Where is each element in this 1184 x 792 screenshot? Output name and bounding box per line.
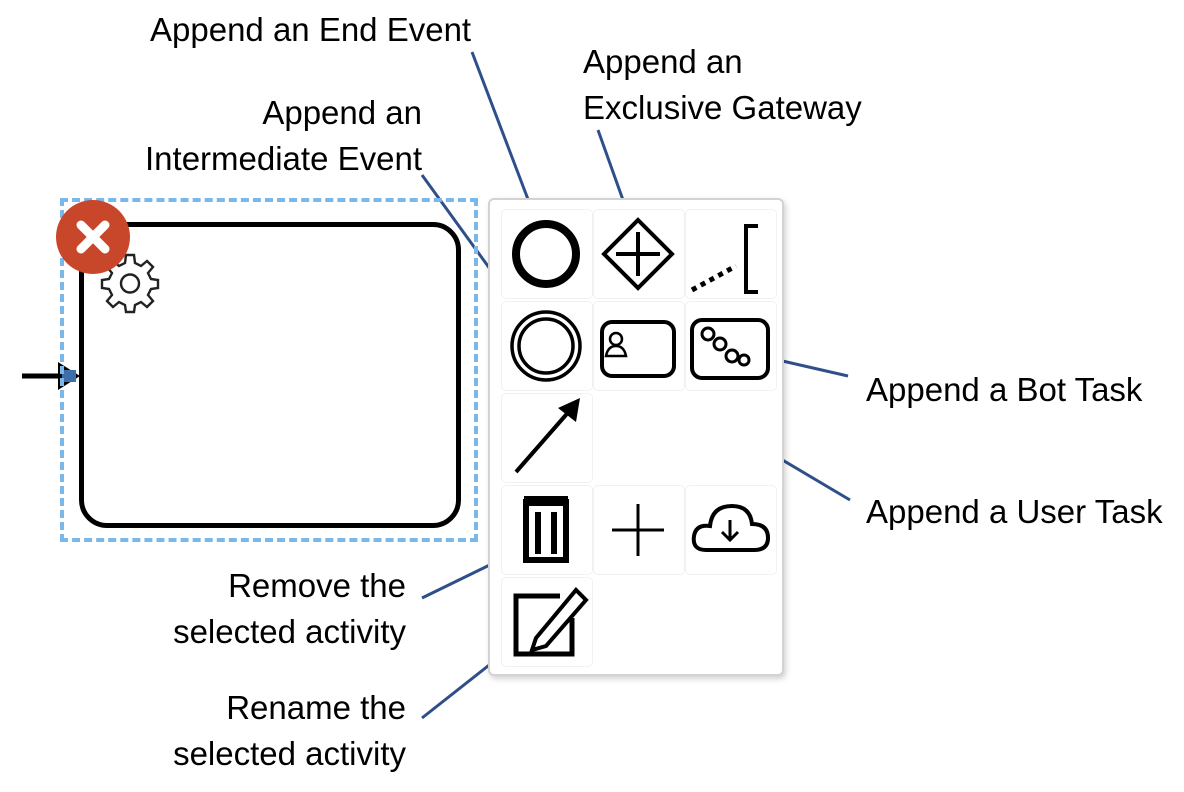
connect-button[interactable]: [502, 394, 592, 482]
cloud-download-button[interactable]: [686, 486, 776, 574]
trash-icon: [523, 496, 569, 563]
label-rename-line1: Rename the: [226, 689, 406, 726]
label-append-intermediate-event-line1: Append an: [262, 94, 422, 131]
cloud-download-icon: [691, 503, 771, 552]
intermediate-event-icon: [510, 310, 582, 382]
append-exclusive-gateway-button[interactable]: [594, 210, 684, 298]
selection-outline: [60, 198, 478, 542]
remove-button[interactable]: [502, 486, 592, 574]
add-button[interactable]: [594, 486, 684, 574]
text-annotation-icon: [690, 224, 758, 294]
context-pad: [488, 198, 784, 676]
label-append-exclusive-gateway-line1: Append an: [583, 43, 743, 80]
append-text-annotation-button[interactable]: [686, 210, 776, 298]
label-append-intermediate-event-line2: Intermediate Event: [145, 140, 422, 177]
label-rename-line2: selected activity: [173, 735, 406, 772]
append-user-task-button[interactable]: [594, 302, 684, 390]
plus-icon: [612, 504, 664, 556]
edit-pencil-icon: [513, 587, 589, 657]
label-append-bot-task: Append a Bot Task: [866, 371, 1143, 408]
user-task-icon: [600, 320, 676, 378]
label-append-exclusive-gateway-line2: Exclusive Gateway: [583, 89, 862, 126]
exclusive-gateway-icon: [601, 217, 675, 291]
end-event-icon: [512, 220, 580, 288]
rename-button[interactable]: [502, 578, 592, 666]
append-bot-task-button[interactable]: [686, 302, 776, 390]
label-remove-line1: Remove the: [228, 567, 406, 604]
selected-service-task[interactable]: [79, 222, 461, 528]
label-remove-line2: selected activity: [173, 613, 406, 650]
append-intermediate-event-button[interactable]: [502, 302, 592, 390]
gear-icon: [100, 253, 160, 314]
bot-task-icon: [690, 318, 770, 380]
label-append-end-event: Append an End Event: [150, 11, 472, 48]
close-icon[interactable]: [56, 200, 130, 274]
label-append-user-task: Append a User Task: [866, 493, 1163, 530]
connect-arrow-icon: [514, 398, 580, 474]
append-end-event-button[interactable]: [502, 210, 592, 298]
